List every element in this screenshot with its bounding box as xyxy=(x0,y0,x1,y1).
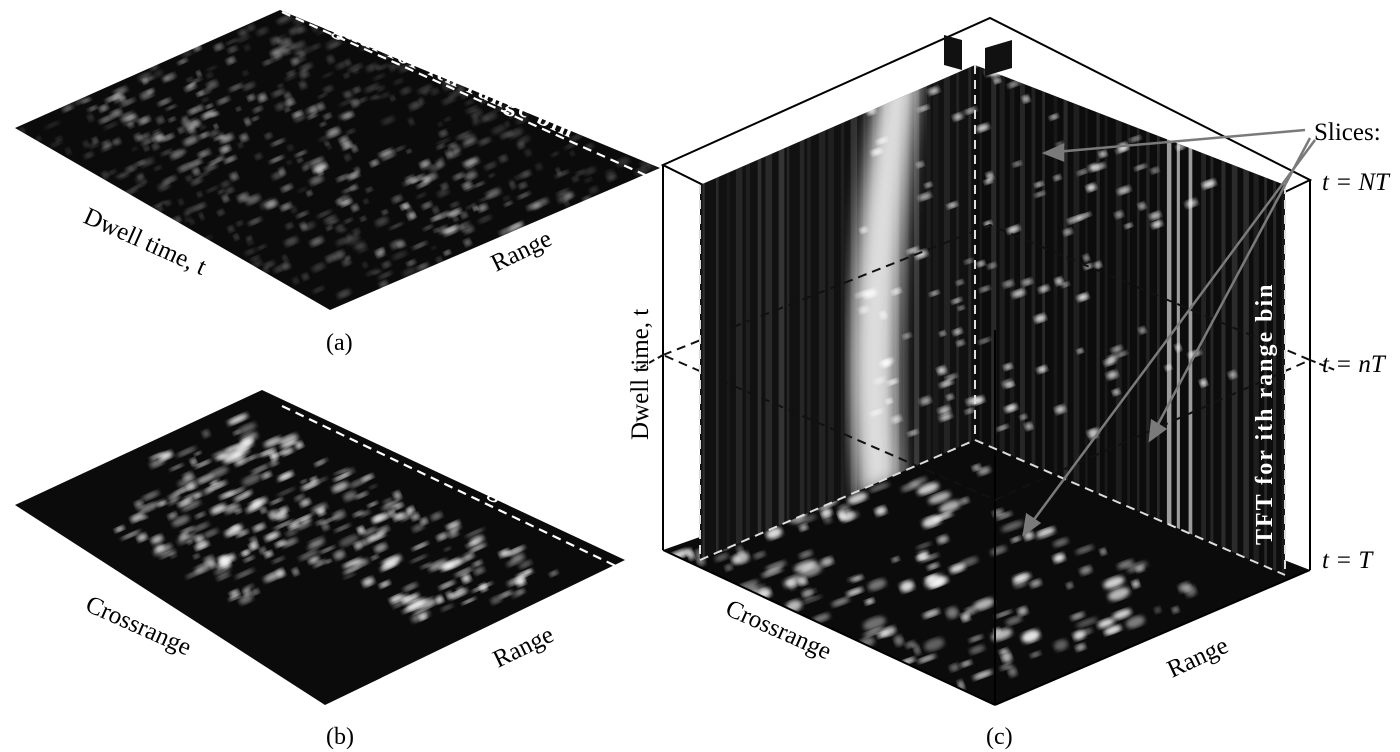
cube-bottom-right-edge xyxy=(994,569,1311,706)
panel-a-range-bin-dashed-line xyxy=(281,10,653,180)
slice-blobs xyxy=(855,55,1237,476)
slices-label: Slices: xyxy=(1314,119,1381,146)
panel-a-speckle xyxy=(20,14,657,299)
panel-c-axis-dwell-time: Dwell time, t xyxy=(627,309,654,440)
slice-label-T: t = T xyxy=(1322,547,1374,574)
panel-c-axis-range: Range xyxy=(1163,632,1232,683)
panel-b-caption: (b) xyxy=(326,724,354,750)
cube-bottom-left-edge xyxy=(662,549,996,706)
back-wall-stripes xyxy=(702,65,972,560)
floor-slice-dashed-left xyxy=(699,439,976,561)
slice-label-nT: t = nT xyxy=(1322,351,1387,378)
panel-c-caption: (c) xyxy=(986,724,1013,750)
floor-slice-dashed-right xyxy=(974,439,1286,576)
panel-b-target-image xyxy=(114,413,559,622)
middle-slice-left-tick xyxy=(639,354,664,369)
panel-a: Signal for ith range bin Dwell time, t R… xyxy=(15,4,660,356)
slice-label-NT: t = NT xyxy=(1322,169,1391,196)
panel-b-fft-image xyxy=(15,390,625,705)
side-wall-stripes xyxy=(979,65,1285,575)
panel-b-range-bin-dashed-line xyxy=(281,405,619,568)
top-plate-left xyxy=(944,35,962,70)
panel-b: FFT for ith range bin Crossrange Range (… xyxy=(15,390,625,750)
top-plate-right xyxy=(985,40,1012,76)
panel-c-side-label: TFT for ith range bin xyxy=(1252,283,1278,545)
side-wall-image xyxy=(975,65,1285,575)
panel-c: Dwell time, t TFT for ith range bin Cros… xyxy=(627,16,1391,750)
panel-a-signal-image xyxy=(15,10,660,310)
slice-arrows xyxy=(1022,128,1317,537)
middle-slice-right-tick xyxy=(1309,359,1336,371)
panel-b-axis-range: Range xyxy=(489,621,558,673)
panel-a-caption: (a) xyxy=(326,330,353,356)
